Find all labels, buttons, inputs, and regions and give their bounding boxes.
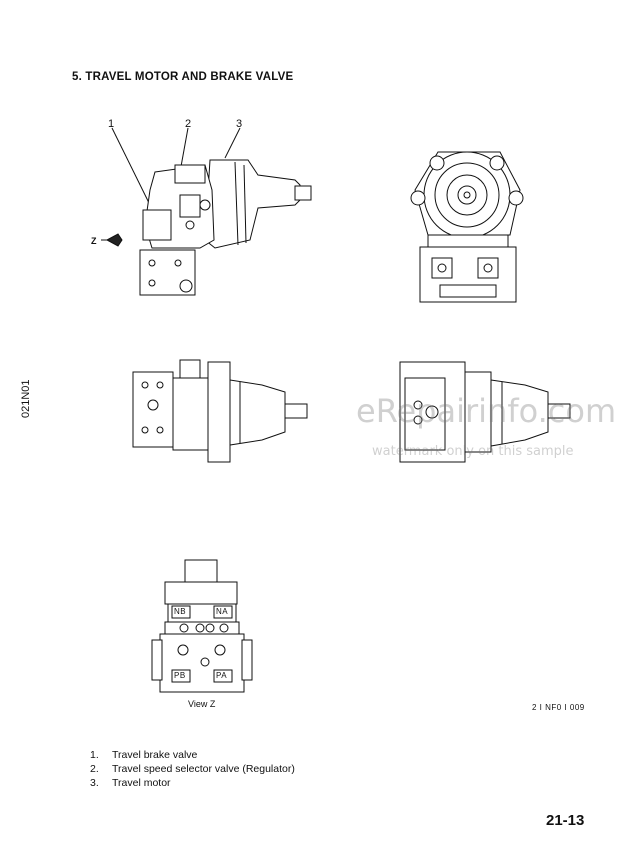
legend-num: 1.	[90, 749, 99, 761]
watermark-sub: watermark only on this sample	[372, 444, 574, 459]
watermark-main: eRepairinfo.com	[356, 392, 617, 430]
callout-1: 1	[108, 118, 115, 130]
plate-label-nb: NB	[174, 607, 187, 616]
figure-front-view	[410, 151, 524, 303]
figure-isometric-view	[101, 127, 312, 296]
plate-label-pb: PB	[174, 671, 186, 680]
page-number: 21-13	[546, 812, 585, 829]
callout-2: 2	[185, 118, 192, 130]
legend-text: Travel speed selector valve (Regulator)	[112, 763, 295, 775]
legend-item: 2. Travel speed selector valve (Regulato…	[90, 762, 295, 776]
figure-code: 2 I NF0 I 009	[532, 703, 585, 712]
figure-rear-view	[399, 361, 571, 463]
legend-text: Travel brake valve	[112, 749, 198, 761]
legend-text: Travel motor	[112, 777, 171, 789]
arrow-label-z: Z	[91, 236, 97, 246]
legend-num: 3.	[90, 777, 99, 789]
parts-legend: 1. Travel brake valve 2. Travel speed se…	[90, 748, 295, 790]
legend-num: 2.	[90, 763, 99, 775]
figure-view-z	[151, 559, 253, 693]
section-title: 5. TRAVEL MOTOR AND BRAKE VALVE	[72, 71, 294, 83]
legend-item: 1. Travel brake valve	[90, 748, 295, 762]
plate-label-pa: PA	[216, 671, 228, 680]
figure-side-view	[132, 359, 308, 463]
view-z-label: View Z	[188, 699, 216, 709]
callout-3: 3	[236, 118, 243, 130]
legend-item: 3. Travel motor	[90, 776, 295, 790]
plate-label-na: NA	[216, 607, 229, 616]
